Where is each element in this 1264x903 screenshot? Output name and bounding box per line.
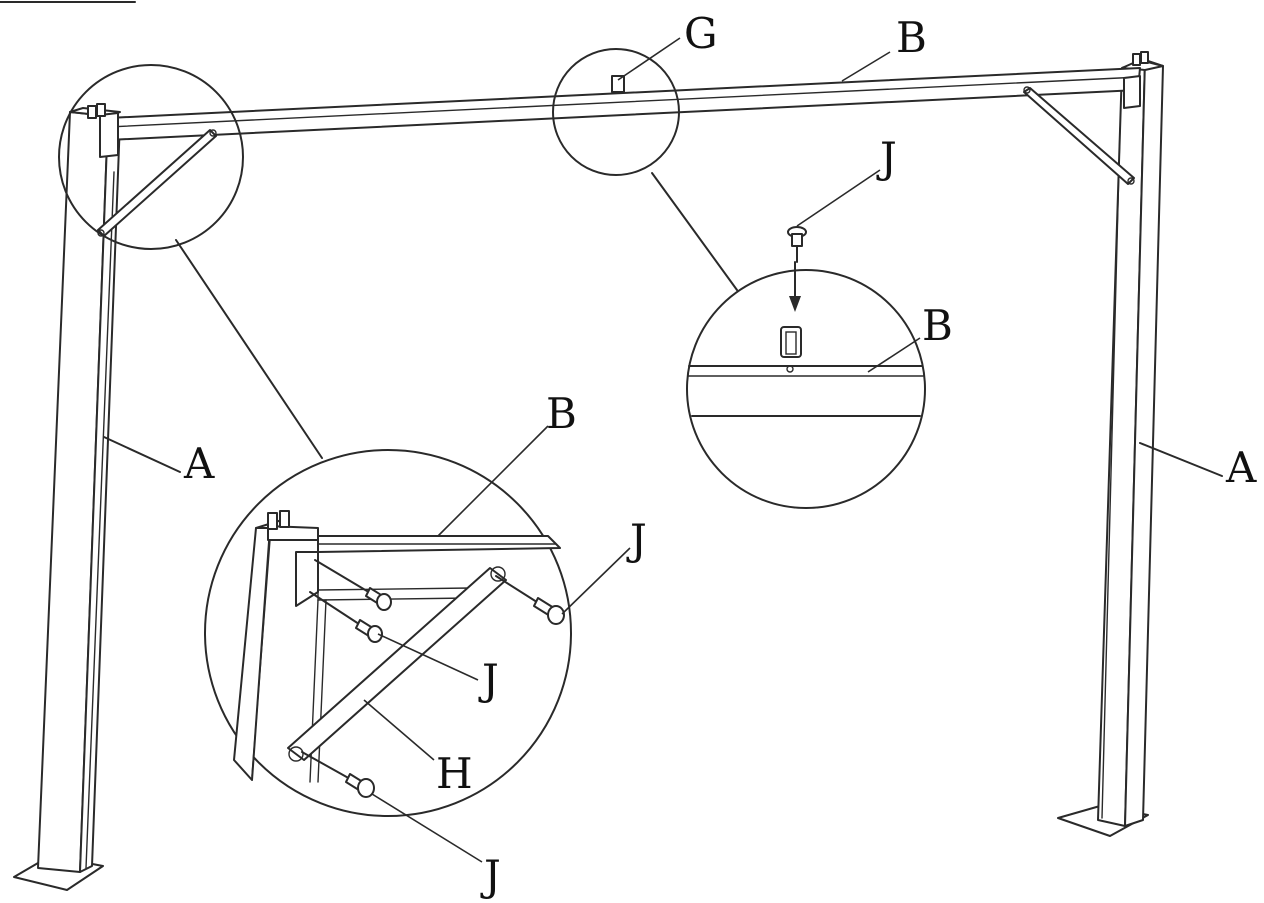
leader-j-top bbox=[796, 169, 881, 227]
detail-corner-bracket bbox=[204, 449, 572, 817]
leader-j-mid bbox=[377, 633, 479, 681]
detail-brace-h bbox=[287, 567, 507, 761]
leader-h bbox=[363, 699, 435, 761]
callout-top-hook bbox=[552, 48, 680, 176]
label-j-lower: J bbox=[480, 851, 501, 900]
label-b-top: B bbox=[896, 13, 927, 62]
leader-a-right bbox=[1139, 442, 1223, 477]
detail-bolt-j-upper-left bbox=[314, 559, 392, 611]
hook-g bbox=[611, 75, 625, 93]
leader-j-right bbox=[561, 547, 631, 615]
leader-b-detail-left bbox=[437, 425, 549, 537]
label-j-mid: J bbox=[478, 655, 499, 704]
callout-left-corner bbox=[58, 64, 244, 250]
detail-bolt-j-right bbox=[495, 575, 565, 625]
right-corner-bracket bbox=[1123, 75, 1141, 109]
label-j-right: J bbox=[626, 515, 647, 564]
leader-g bbox=[617, 37, 681, 81]
detail-bolt-j-mid-left bbox=[309, 591, 383, 643]
label-a-right: A bbox=[1225, 443, 1257, 492]
label-g: G bbox=[684, 9, 718, 58]
detail-bolt-j-lower bbox=[301, 751, 375, 798]
label-b-detail-left: B bbox=[546, 389, 577, 438]
callout-link-right bbox=[651, 172, 738, 291]
leader-a-left bbox=[103, 436, 181, 473]
top-beam-b bbox=[87, 51, 1149, 158]
leader-j-lower bbox=[371, 793, 483, 863]
label-b-detail-right: B bbox=[922, 301, 953, 350]
label-j-top: J bbox=[876, 133, 897, 182]
right-post-a bbox=[1057, 59, 1164, 837]
label-h: H bbox=[436, 749, 473, 798]
right-brace-h bbox=[1023, 86, 1135, 185]
detail-hook-g bbox=[686, 226, 926, 509]
leader-b-top bbox=[841, 51, 891, 82]
callout-link-left bbox=[175, 239, 323, 459]
label-a-left: A bbox=[183, 439, 215, 488]
left-corner-bracket bbox=[99, 112, 119, 158]
leader-b-detail-right bbox=[867, 337, 921, 373]
